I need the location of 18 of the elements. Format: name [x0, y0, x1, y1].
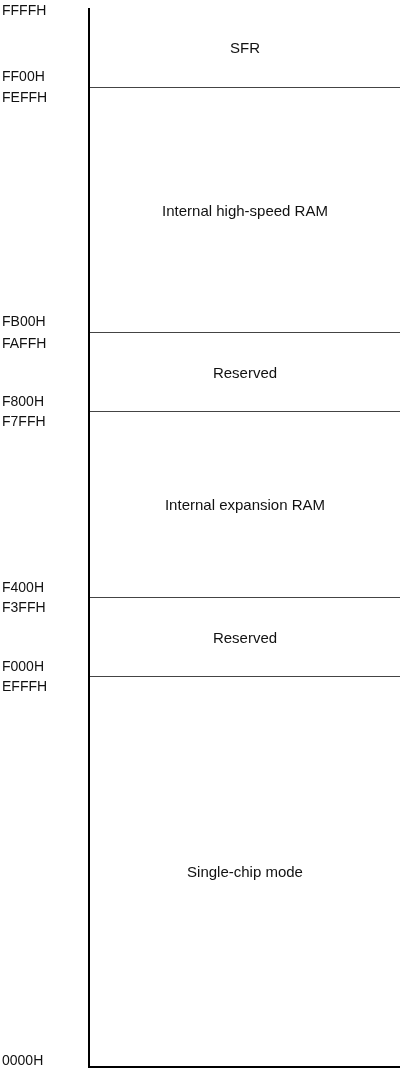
address-label: FFFFH — [2, 2, 47, 18]
address-label: F3FFH — [2, 599, 46, 615]
address-label: 0000H — [2, 1052, 44, 1068]
address-label: EFFFH — [2, 678, 48, 694]
address-label: F000H — [2, 658, 45, 674]
address-label: F7FFH — [2, 413, 46, 429]
region-label: Reserved — [212, 628, 278, 646]
region-label: SFR — [230, 39, 260, 56]
address-label: FAFFH — [2, 335, 47, 351]
address-label: FF00H — [2, 68, 45, 84]
region-label: Single-chip mode — [187, 863, 303, 880]
region-label: Internal high-speed RAM — [162, 201, 328, 219]
region-label: Internal expansion RAM — [164, 496, 326, 513]
region-label: Reserved — [212, 363, 278, 381]
address-label: FB00H — [2, 313, 46, 329]
address-label: F400H — [2, 579, 45, 595]
address-label: FEFFH — [2, 89, 48, 105]
address-label: F800H — [2, 393, 45, 409]
